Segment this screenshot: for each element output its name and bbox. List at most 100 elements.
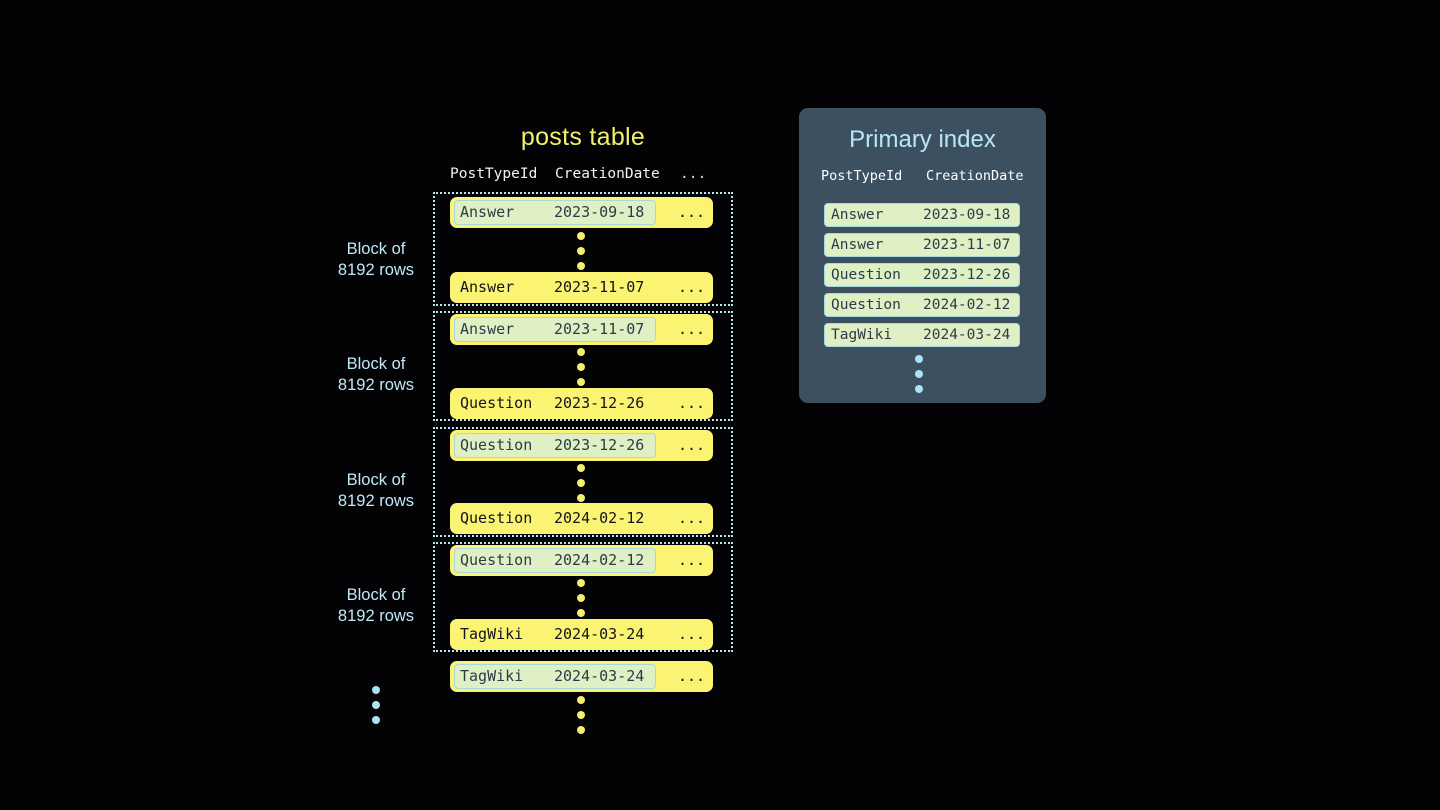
posts-row-2: Answer 2023-11-07 ... xyxy=(450,272,713,303)
index-row-1: Answer 2023-09-18 xyxy=(824,203,1020,227)
dot xyxy=(372,701,380,709)
index-row-5-posttypeid: TagWiki xyxy=(831,327,893,343)
posts-row-2-creationdate: 2023-11-07 xyxy=(554,278,645,296)
posts-row-1-ellipsis: ... xyxy=(678,203,706,221)
posts-row-5-index-highlight xyxy=(454,433,656,458)
block-1-label-line2: 8192 rows xyxy=(337,261,415,279)
index-row-4-posttypeid: Question xyxy=(831,297,901,313)
posts-row-7-index-highlight xyxy=(454,548,656,573)
block-1 xyxy=(433,192,733,306)
primary-index-column-headers: PostTypeId CreationDate xyxy=(821,168,1026,188)
posts-row-8: TagWiki 2024-03-24 ... xyxy=(450,619,713,650)
block-4-label: Block of 8192 rows xyxy=(311,585,441,627)
index-row-1-creationdate: 2023-09-18 xyxy=(923,207,1011,223)
block-2-label-line2: 8192 rows xyxy=(337,376,415,394)
posts-table-trailing-dots xyxy=(577,696,585,741)
dot xyxy=(577,464,585,472)
dot xyxy=(577,247,585,255)
posts-table-title: posts table xyxy=(520,123,646,151)
dot xyxy=(577,579,585,587)
posts-row-6-posttypeid: Question xyxy=(460,509,533,527)
dot xyxy=(372,716,380,724)
dot xyxy=(577,609,585,617)
posts-row-9-creationdate: 2024-03-24 xyxy=(554,667,645,685)
block-2-label-line1: Block of xyxy=(346,355,406,373)
posts-row-9-posttypeid: TagWiki xyxy=(460,667,524,685)
posts-row-2-ellipsis: ... xyxy=(678,278,706,296)
dot xyxy=(577,378,585,386)
dot xyxy=(577,711,585,719)
index-row-4-creationdate: 2024-02-12 xyxy=(923,297,1011,313)
column-header-ellipsis: ... xyxy=(680,166,707,182)
block-2-label: Block of 8192 rows xyxy=(311,354,441,396)
block-3-label-line1: Block of xyxy=(346,471,406,489)
posts-row-5-ellipsis: ... xyxy=(678,436,706,454)
dot xyxy=(577,726,585,734)
column-header-posttypeid: PostTypeId xyxy=(450,166,538,182)
block-4-label-line2: 8192 rows xyxy=(337,607,415,625)
posts-row-4: Question 2023-12-26 ... xyxy=(450,388,713,419)
block-4-label-line1: Block of xyxy=(346,586,406,604)
block-3 xyxy=(433,427,733,537)
primary-index-trailing-dots xyxy=(915,355,923,400)
dot xyxy=(372,686,380,694)
posts-block-2-vertical-dots xyxy=(577,348,585,393)
posts-row-4-creationdate: 2023-12-26 xyxy=(554,394,645,412)
posts-row-6: Question 2024-02-12 ... xyxy=(450,503,713,534)
dot xyxy=(577,348,585,356)
posts-row-8-ellipsis: ... xyxy=(678,625,706,643)
index-row-2-posttypeid: Answer xyxy=(831,237,884,253)
posts-row-7-ellipsis: ... xyxy=(678,551,706,569)
posts-row-4-posttypeid: Question xyxy=(460,394,533,412)
posts-row-6-creationdate: 2024-02-12 xyxy=(554,509,645,527)
dot xyxy=(577,594,585,602)
index-row-1-posttypeid: Answer xyxy=(831,207,884,223)
dot xyxy=(915,370,923,378)
posts-row-8-posttypeid: TagWiki xyxy=(460,625,524,643)
posts-row-6-ellipsis: ... xyxy=(678,509,706,527)
block-4 xyxy=(433,542,733,652)
index-row-2-creationdate: 2023-11-07 xyxy=(923,237,1011,253)
posts-block-4-vertical-dots xyxy=(577,579,585,624)
posts-row-1-posttypeid: Answer xyxy=(460,203,515,221)
posts-row-4-ellipsis: ... xyxy=(678,394,706,412)
block-1-label: Block of 8192 rows xyxy=(311,239,441,281)
dot xyxy=(577,696,585,704)
index-row-3: Question 2023-12-26 xyxy=(824,263,1020,287)
posts-row-3-creationdate: 2023-11-07 xyxy=(554,320,645,338)
posts-row-9-index-highlight xyxy=(454,664,656,689)
posts-row-7-creationdate: 2024-02-12 xyxy=(554,551,645,569)
posts-row-7: Question 2024-02-12 ... xyxy=(450,545,713,576)
posts-block-1-vertical-dots xyxy=(577,232,585,277)
index-column-header-creationdate: CreationDate xyxy=(926,168,1024,184)
posts-row-5-posttypeid: Question xyxy=(460,436,533,454)
dot xyxy=(577,262,585,270)
dot xyxy=(577,494,585,502)
dot xyxy=(577,232,585,240)
posts-row-9-ellipsis: ... xyxy=(678,667,706,685)
index-row-5-creationdate: 2024-03-24 xyxy=(923,327,1011,343)
posts-row-3: Answer 2023-11-07 ... xyxy=(450,314,713,345)
posts-row-3-posttypeid: Answer xyxy=(460,320,515,338)
dot xyxy=(577,363,585,371)
index-row-4: Question 2024-02-12 xyxy=(824,293,1020,317)
block-2 xyxy=(433,311,733,421)
posts-row-1-creationdate: 2023-09-18 xyxy=(554,203,645,221)
blocks-trailing-dots xyxy=(372,686,380,731)
dot xyxy=(577,479,585,487)
block-3-label: Block of 8192 rows xyxy=(311,470,441,512)
posts-row-3-ellipsis: ... xyxy=(678,320,706,338)
posts-row-2-posttypeid: Answer xyxy=(460,278,515,296)
block-1-label-line1: Block of xyxy=(346,240,406,258)
dot xyxy=(915,355,923,363)
primary-index-title: Primary index xyxy=(849,126,996,153)
index-row-2: Answer 2023-11-07 xyxy=(824,233,1020,257)
posts-block-3-vertical-dots xyxy=(577,464,585,509)
dot xyxy=(915,385,923,393)
column-header-creationdate: CreationDate xyxy=(555,166,660,182)
posts-row-5: Question 2023-12-26 ... xyxy=(450,430,713,461)
index-column-header-posttypeid: PostTypeId xyxy=(821,168,903,184)
primary-index-panel: Primary index PostTypeId CreationDate An… xyxy=(799,108,1046,403)
posts-row-1-index-highlight xyxy=(454,200,656,225)
